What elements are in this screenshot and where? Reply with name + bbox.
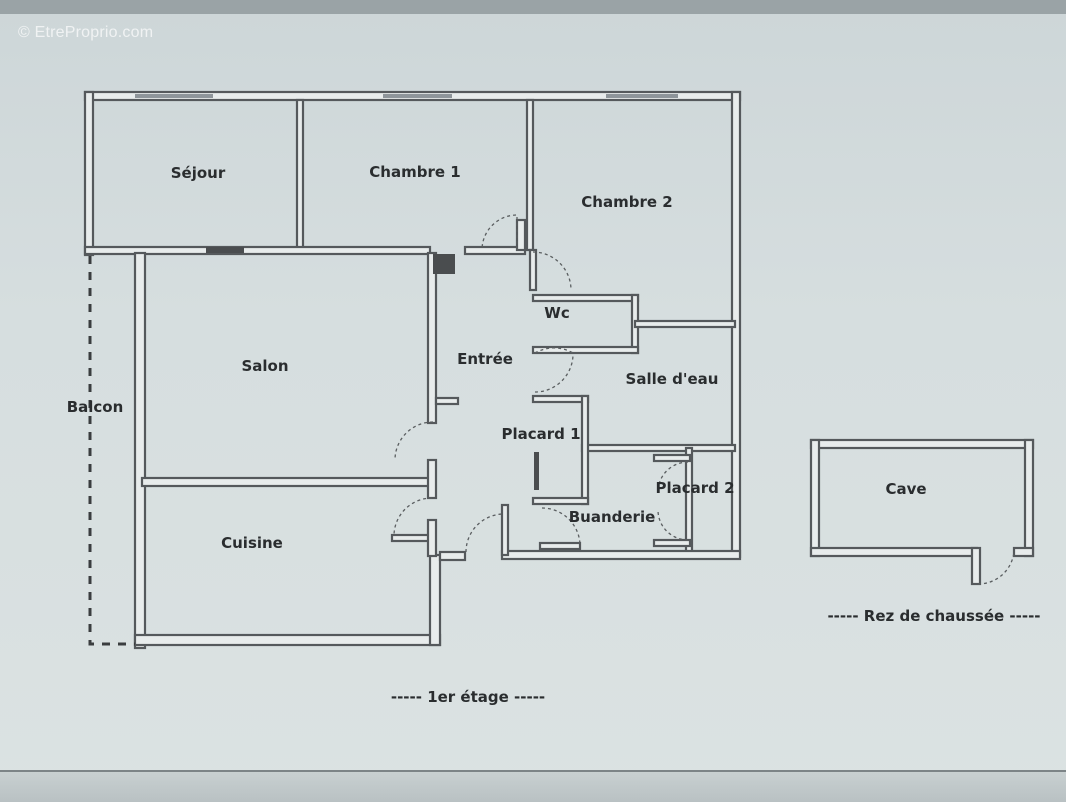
- door-cave: [977, 551, 1015, 585]
- door-buanderie: [541, 507, 581, 546]
- wall-wc-bottom: [531, 345, 640, 355]
- wall-entree-bottom-right: [500, 503, 510, 557]
- wall-cave-bottom: [809, 546, 979, 558]
- wall-placard1-top: [531, 394, 590, 404]
- cave-walls: [809, 438, 1035, 586]
- label-cave: Cave: [885, 480, 926, 498]
- wall-chambre1-chambre2: [525, 98, 535, 252]
- door-salon: [394, 421, 434, 461]
- wall-cave-top: [809, 438, 1035, 450]
- wall-cuisine-right: [428, 553, 442, 647]
- wall-cuisine-bottom: [133, 633, 442, 647]
- door-placard2-bottom: [657, 509, 689, 541]
- wall-opening-mark: [206, 247, 244, 253]
- watermark: © EtreProprio.com: [18, 24, 154, 41]
- label-placard2: Placard 2: [655, 479, 734, 497]
- wall-cuisine-corner: [438, 550, 467, 562]
- wall-cuisine-door-stub: [390, 533, 434, 543]
- door-front: [465, 513, 505, 553]
- door-placard2-top: [657, 461, 689, 493]
- door-salle-eau: [534, 354, 574, 393]
- label-chambre2: Chambre 2: [581, 193, 672, 211]
- wall-stub-entree: [434, 396, 460, 406]
- door-cuisine: [393, 497, 433, 536]
- doors: [393, 214, 689, 553]
- label-cuisine: Cuisine: [221, 534, 283, 552]
- wall-cave-bottom-right: [1012, 546, 1035, 558]
- photo-frame-top: [0, 0, 1066, 14]
- room-labels: Séjour Chambre 1 Chambre 2 Salon Entrée …: [67, 163, 927, 552]
- wall-salon-entree: [426, 251, 438, 425]
- wall-entree-right-upper: [528, 248, 538, 292]
- wall-placard2-bottom-stub: [652, 538, 692, 548]
- wall-salle-eau-bottom: [580, 443, 737, 453]
- wall-salon-entree-lower: [426, 458, 438, 500]
- label-balcon: Balcon: [67, 398, 124, 416]
- label-salle-eau: Salle d'eau: [626, 370, 719, 388]
- wall-bottom-right-block: [500, 549, 742, 561]
- balcony-outline: [88, 256, 135, 646]
- photo-frame-bottom: [0, 770, 1066, 802]
- wall-placard1-right: [580, 394, 590, 506]
- walls-first-floor: [83, 90, 742, 650]
- wall-salon-cuisine: [140, 476, 434, 488]
- label-entree: Entrée: [457, 350, 513, 368]
- wall-sejour-chambre1: [295, 98, 305, 252]
- label-placard1: Placard 1: [501, 425, 580, 443]
- wall-entree-cuisine: [426, 518, 438, 558]
- wall-chambre2-bottom: [633, 319, 737, 329]
- label-wc: Wc: [544, 304, 569, 322]
- column-block: [433, 254, 455, 274]
- wall-placard1-bottom: [531, 496, 590, 506]
- wall-cave-left: [809, 438, 821, 558]
- wall-left-salon: [133, 251, 147, 650]
- door-chambre2: [532, 251, 572, 291]
- wall-buanderie-door-stub: [538, 541, 582, 551]
- wall-placard2-left: [684, 446, 694, 555]
- door-wc: [534, 347, 574, 354]
- wall-wc-top: [531, 293, 640, 303]
- wall-door-stub-chambre1: [515, 218, 527, 252]
- caption-first-floor: ----- 1er étage -----: [391, 688, 545, 706]
- wall-cave-right: [1023, 438, 1035, 558]
- wall-placard2-top-stub: [652, 453, 692, 463]
- door-chambre1: [481, 214, 518, 251]
- label-sejour: Séjour: [171, 164, 226, 182]
- wall-sejour-bottom: [83, 245, 432, 256]
- label-buanderie: Buanderie: [569, 508, 656, 526]
- wall-cave-door-stub: [970, 546, 982, 586]
- placard1-door-mark: [534, 452, 539, 490]
- wall-left-upper: [83, 90, 95, 257]
- label-chambre1: Chambre 1: [369, 163, 460, 181]
- label-salon: Salon: [241, 357, 288, 375]
- caption-ground-floor: ----- Rez de chaussée -----: [827, 607, 1040, 625]
